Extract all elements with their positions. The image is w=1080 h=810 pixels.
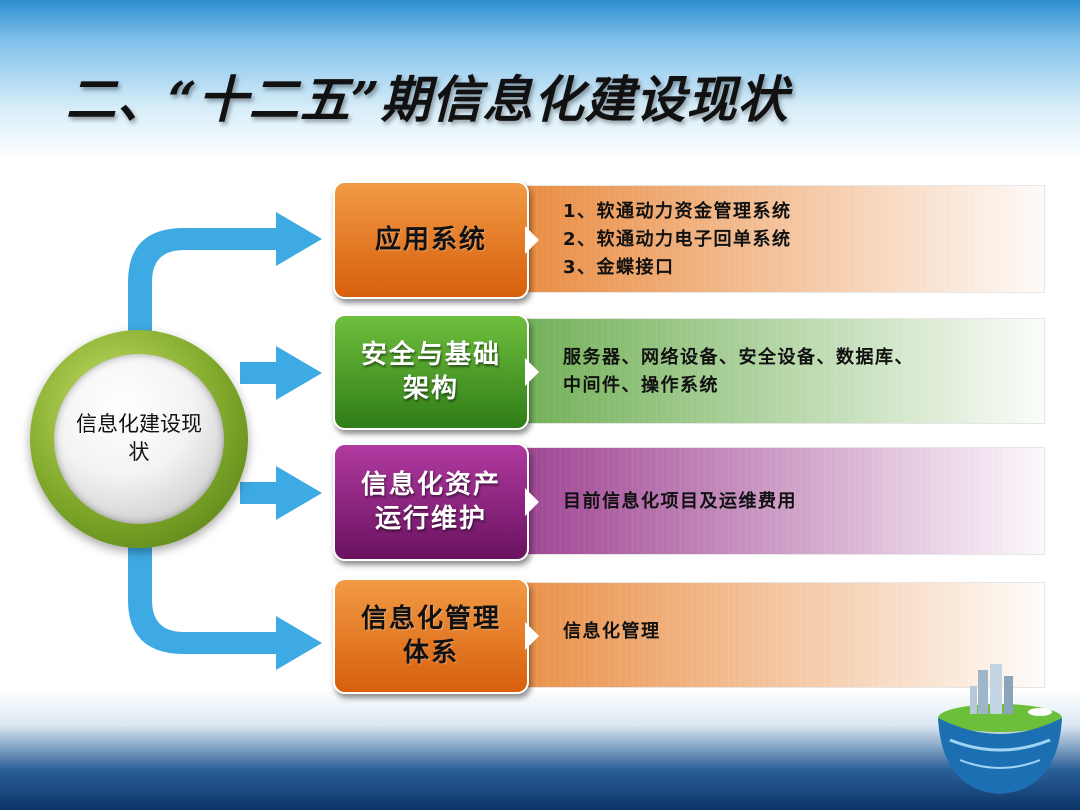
hub-label: 信息化建设现状 — [76, 413, 202, 464]
detail-item: 3、金蝶接口 — [563, 257, 675, 278]
globe-island-decoration — [938, 664, 1062, 794]
detail-item: 2、软通动力电子回单系统 — [563, 229, 792, 250]
category-label-text-4: 信息化管理体系 — [360, 604, 501, 668]
detail-strip-2 — [523, 318, 1045, 424]
category-detail-4: 信息化管理 — [563, 578, 1035, 694]
arrow-head-4 — [276, 616, 322, 670]
arrow-shaft-3 — [240, 482, 278, 504]
category-row-3: 信息化资产运行维护 目前信息化项目及运维费用 — [333, 443, 1045, 561]
category-row-4: 信息化管理体系 信息化管理 — [333, 578, 1045, 694]
category-box-4: 信息化管理体系 — [333, 578, 529, 694]
category-label-text-2: 安全与基础架构 — [360, 340, 501, 404]
arrow-head-3 — [276, 466, 322, 520]
category-label-2: 安全与基础架构 — [356, 338, 506, 406]
detail-strip-1 — [523, 185, 1045, 293]
detail-item: 服务器、网络设备、安全设备、数据库、 — [563, 347, 914, 368]
arrow-shaft-2 — [240, 362, 278, 384]
category-row-1: 应用系统 1、软通动力资金管理系统 2、软通动力电子回单系统 3、金蝶接口 — [333, 181, 1045, 299]
category-box-1: 应用系统 — [333, 181, 529, 299]
detail-strip-3 — [523, 447, 1045, 555]
detail-item: 目前信息化项目及运维费用 — [563, 491, 797, 512]
category-label-4: 信息化管理体系 — [356, 602, 506, 670]
hub-inner: 信息化建设现状 — [54, 354, 224, 524]
category-label-3: 信息化资产运行维护 — [356, 468, 506, 536]
detail-strip-4 — [523, 582, 1045, 688]
category-detail-3: 目前信息化项目及运维费用 — [563, 443, 1035, 561]
hub-circle: 信息化建设现状 — [30, 330, 248, 548]
category-detail-1: 1、软通动力资金管理系统 2、软通动力电子回单系统 3、金蝶接口 — [563, 181, 1035, 299]
category-box-2: 安全与基础架构 — [333, 314, 529, 430]
arrow-head-2 — [276, 346, 322, 400]
category-detail-2: 服务器、网络设备、安全设备、数据库、 中间件、操作系统 — [563, 314, 1035, 430]
category-label-1: 应用系统 — [374, 225, 487, 255]
notch-3 — [525, 488, 539, 516]
notch-1 — [525, 226, 539, 254]
category-label-text-3: 信息化资产运行维护 — [360, 470, 501, 534]
arrow-head-1 — [276, 212, 322, 266]
category-box-3: 信息化资产运行维护 — [333, 443, 529, 561]
category-row-2: 安全与基础架构 服务器、网络设备、安全设备、数据库、 中间件、操作系统 — [333, 314, 1045, 430]
detail-item: 信息化管理 — [563, 621, 661, 642]
detail-item: 1、软通动力资金管理系统 — [563, 201, 792, 222]
slide-title: 二、“十二五”期信息化建设现状 — [66, 70, 789, 129]
notch-2 — [525, 358, 539, 386]
notch-4 — [525, 622, 539, 650]
detail-item: 中间件、操作系统 — [563, 375, 719, 396]
arrow-trunk — [128, 228, 276, 654]
